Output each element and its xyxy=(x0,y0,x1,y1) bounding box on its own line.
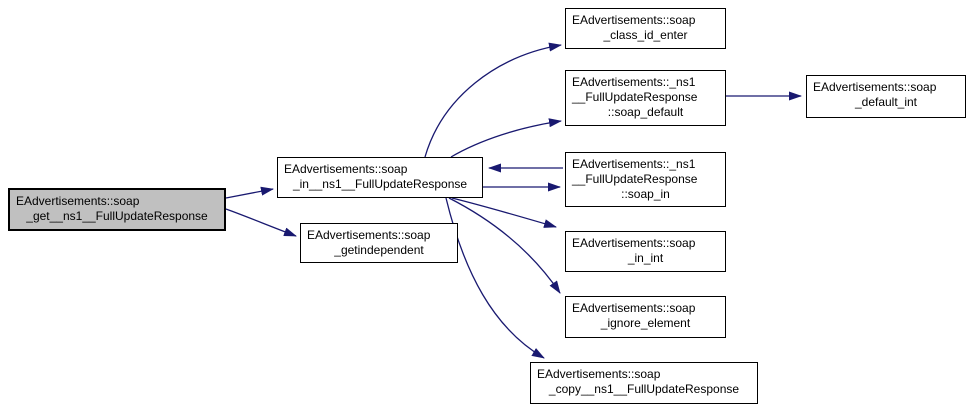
edge-in-to-class-id-enter xyxy=(424,42,562,158)
node-label-line: _in_int xyxy=(627,251,664,265)
edge-in-to-ignore-element xyxy=(448,197,561,294)
node-label-line: EAdvertisements::soap xyxy=(572,236,696,250)
node-label-line: EAdvertisements::soap xyxy=(307,228,431,242)
node-soap-in-ns1-fullupdateresponse[interactable]: EAdvertisements::soap _in__ns1__FullUpda… xyxy=(277,157,483,198)
node-soap-in-int[interactable]: EAdvertisements::soap _in_int xyxy=(565,231,726,272)
node-label-line: _ignore_element xyxy=(600,316,691,330)
node-soap-class-id-enter[interactable]: EAdvertisements::soap _class_id_enter xyxy=(565,8,726,49)
node-label-line: ::soap_in xyxy=(621,187,670,201)
node-label-line: EAdvertisements::_ns1 xyxy=(572,75,696,89)
edge-in-to-copy xyxy=(445,197,545,359)
node-soap-get-ns1-fullupdateresponse: EAdvertisements::soap _get__ns1__FullUpd… xyxy=(8,188,226,231)
node-label-line: _class_id_enter xyxy=(603,28,688,42)
node-label-line: _get__ns1__FullUpdateResponse xyxy=(26,209,208,223)
node-label-line: __FullUpdateResponse xyxy=(572,90,698,104)
node-label-line: _getindependent xyxy=(334,243,424,257)
node-label-line: EAdvertisements::soap xyxy=(572,13,696,27)
node-label-line: EAdvertisements::soap xyxy=(537,367,661,381)
node-soap-ignore-element[interactable]: EAdvertisements::soap _ignore_element xyxy=(565,296,726,338)
node-label-line: __FullUpdateResponse xyxy=(572,172,698,186)
edge-in-to-soap-default xyxy=(450,118,562,158)
node-label-line: _in__ns1__FullUpdateResponse xyxy=(292,177,468,191)
node-soap-copy-ns1-fullupdateresponse[interactable]: EAdvertisements::soap _copy__ns1__FullUp… xyxy=(530,362,758,404)
node-label-line: EAdvertisements::soap xyxy=(16,194,140,208)
edge-get-to-in xyxy=(225,186,274,199)
edge-in-to-in-int xyxy=(451,197,557,228)
node-ns1-fullupdateresponse-soap-default[interactable]: EAdvertisements::_ns1 __FullUpdateRespon… xyxy=(565,70,726,126)
node-soap-getindependent[interactable]: EAdvertisements::soap _getindependent xyxy=(300,223,458,263)
node-label-line: EAdvertisements::soap xyxy=(284,162,408,176)
node-label-line: EAdvertisements::_ns1 xyxy=(572,157,696,171)
node-label-line: EAdvertisements::soap xyxy=(813,80,937,94)
node-soap-default-int[interactable]: EAdvertisements::soap _default_int xyxy=(806,75,966,118)
node-label-line: ::soap_default xyxy=(607,105,684,119)
node-label-line: _default_int xyxy=(854,95,918,109)
node-ns1-fullupdateresponse-soap-in[interactable]: EAdvertisements::_ns1 __FullUpdateRespon… xyxy=(565,152,726,207)
node-label-line: EAdvertisements::soap xyxy=(572,301,696,315)
node-label-line: _copy__ns1__FullUpdateResponse xyxy=(548,382,740,396)
edge-get-to-getindependent xyxy=(225,208,297,237)
